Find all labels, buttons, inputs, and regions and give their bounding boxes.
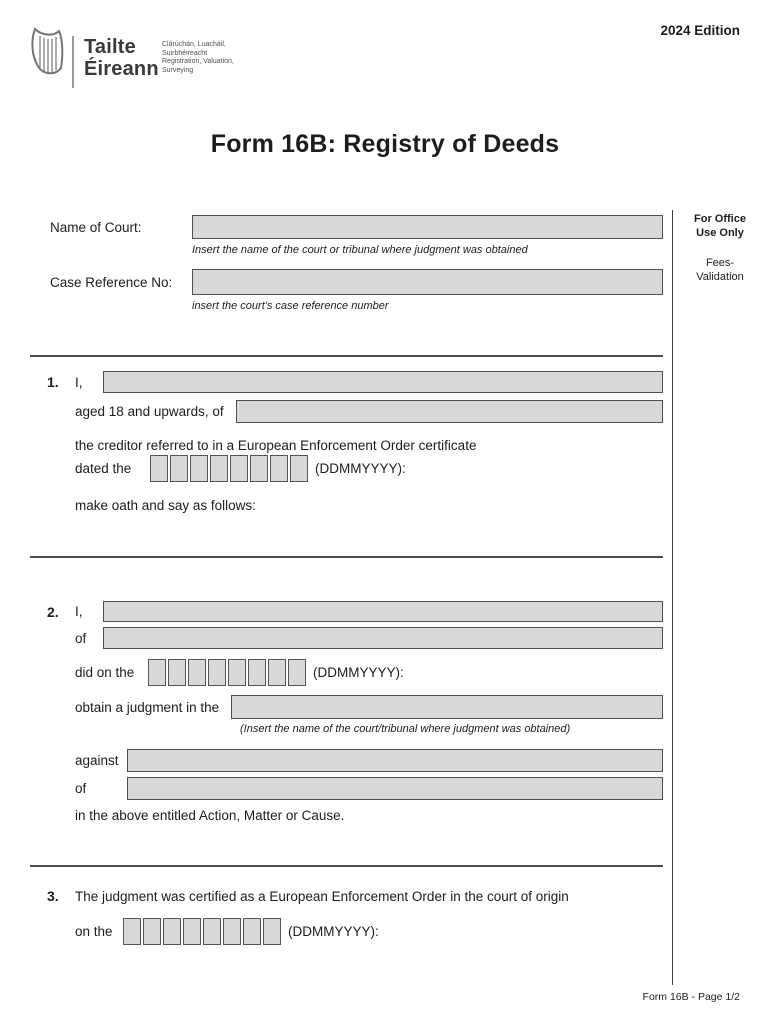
section2-date-boxes [148, 659, 308, 686]
section1-date-format: (DDMMYYYY): [315, 461, 406, 476]
date-box[interactable] [188, 659, 206, 686]
section1-address-input[interactable] [235, 400, 663, 423]
date-box[interactable] [190, 455, 208, 482]
section2-of-label: of [75, 630, 87, 646]
for-office-line1: For Office [694, 213, 746, 225]
date-box[interactable] [168, 659, 186, 686]
section3-date-format: (DDMMYYYY): [288, 924, 379, 939]
tagline-irish-1: Clárúchán, Luacháil, [162, 41, 226, 48]
court-name-input[interactable] [192, 215, 663, 239]
date-box[interactable] [288, 659, 306, 686]
section1-dated-label: dated the [75, 461, 132, 476]
date-box[interactable] [268, 659, 286, 686]
edition-label: 2024 Edition [660, 23, 740, 38]
section3-on-label: on the [75, 924, 113, 939]
section2-name-input[interactable] [103, 601, 663, 622]
date-box[interactable] [143, 918, 161, 945]
for-office-line2: Use Only [696, 226, 744, 239]
org-name-line1: Tailte [84, 36, 136, 58]
section2-court-input[interactable] [231, 695, 663, 719]
tagline-en-2: Surveying [162, 66, 194, 74]
fees-line1: Fees- [705, 257, 735, 269]
irish-harp-icon [30, 27, 64, 79]
section2-court-hint: (Insert the name of the court/tribunal w… [240, 723, 571, 735]
section1-oath-line: make oath and say as follows: [75, 498, 256, 513]
logo-divider [72, 36, 74, 88]
section3-line1: The judgment was certified as a European… [75, 888, 569, 904]
date-box[interactable] [243, 918, 261, 945]
date-box[interactable] [223, 918, 241, 945]
date-box[interactable] [270, 455, 288, 482]
court-name-label: Name of Court: [50, 219, 142, 235]
date-box[interactable] [203, 918, 221, 945]
date-box[interactable] [183, 918, 201, 945]
section2-obtain-label: obtain a judgment in the [75, 699, 220, 715]
section2-of2-label: of [75, 781, 87, 796]
date-box[interactable] [208, 659, 226, 686]
section2-address-input[interactable] [103, 627, 663, 649]
case-ref-input[interactable] [192, 269, 663, 295]
section2-entitled-line: in the above entitled Action, Matter or … [75, 808, 345, 823]
section2-of2-input[interactable] [127, 777, 663, 800]
court-name-hint: Insert the name of the court or tribunal… [192, 244, 528, 256]
fees-line2: Validation [696, 270, 744, 283]
date-box[interactable] [290, 455, 308, 482]
page-title: Form 16B: Registry of Deeds [210, 130, 560, 158]
page-footer: Form 16B - Page 1/2 [642, 991, 740, 1003]
case-ref-hint: insert the court's case reference number [192, 300, 389, 312]
date-box[interactable] [123, 918, 141, 945]
date-box[interactable] [150, 455, 168, 482]
date-box[interactable] [248, 659, 266, 686]
tagline-en-1: Registration, Valuation, [162, 58, 234, 65]
date-box[interactable] [230, 455, 248, 482]
section2-did-label: did on the [75, 665, 135, 680]
section1-deponent-name-input[interactable] [103, 371, 663, 393]
org-tagline: Clárúchán, Luacháil, Suirbhéireacht Regi… [162, 41, 234, 75]
section1-creditor-line: the creditor referred to in a European E… [75, 438, 477, 453]
section2-i-label: I, [75, 604, 83, 619]
section3-date-boxes [123, 918, 283, 945]
section1-number: 1. [47, 374, 59, 390]
date-box[interactable] [163, 918, 181, 945]
section-divider-2 [30, 556, 663, 558]
org-name: Tailte Éireann [84, 36, 159, 80]
org-name-line2: Éireann [84, 58, 159, 80]
section1-aged-label: aged 18 and upwards, of [75, 404, 224, 419]
case-ref-label: Case Reference No: [50, 274, 173, 290]
section-divider-3 [30, 865, 663, 867]
section1-date-boxes [150, 455, 310, 482]
section1-i-label: I, [75, 374, 83, 390]
date-box[interactable] [228, 659, 246, 686]
section2-against-label: against [75, 753, 119, 768]
tagline-irish-2: Suirbhéireacht [162, 49, 208, 57]
date-box[interactable] [170, 455, 188, 482]
date-box[interactable] [250, 455, 268, 482]
section3-number: 3. [47, 888, 59, 904]
section-divider-1 [30, 355, 663, 357]
office-panel: For Office Use Only Fees- Validation [676, 213, 764, 284]
section2-date-format: (DDMMYYYY): [313, 665, 404, 680]
office-panel-rule [672, 210, 673, 985]
date-box[interactable] [210, 455, 228, 482]
section2-against-input[interactable] [127, 749, 663, 772]
date-box[interactable] [148, 659, 166, 686]
date-box[interactable] [263, 918, 281, 945]
section2-number: 2. [47, 603, 59, 620]
